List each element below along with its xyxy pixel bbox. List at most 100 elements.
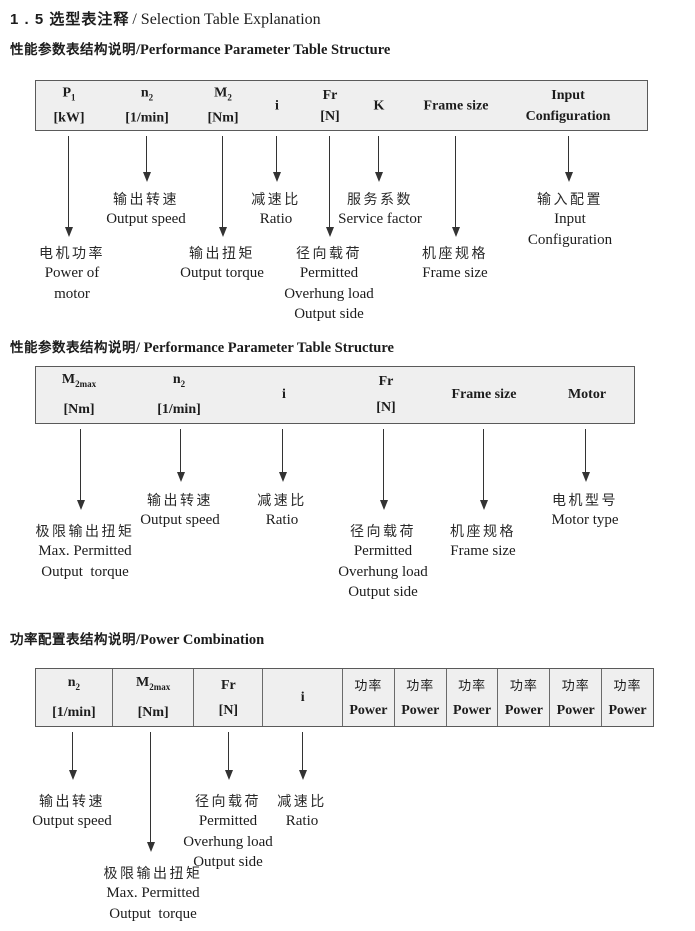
- annotation-ratio: 减速比 Ratio: [257, 492, 307, 528]
- arrow-down: [329, 136, 330, 227]
- column-unit: Power: [608, 702, 647, 718]
- column-n2: n2 [1/min]: [36, 669, 112, 726]
- arrow-down: [383, 429, 384, 500]
- section3-heading-en: /Power Combination: [136, 632, 265, 648]
- section1-heading: 性能参数表结构说明/Performance Parameter Table St…: [10, 38, 390, 59]
- column-unit: [kW]: [53, 110, 85, 126]
- annotation-overhung-load: 径向载荷 Permitted Overhung load Output side: [183, 793, 273, 870]
- arrow-down: [180, 429, 181, 472]
- column-symbol: Fr: [378, 374, 394, 389]
- arrow-down: [228, 732, 229, 770]
- column-n2: n2 [1/min]: [157, 367, 201, 423]
- annotation-output-speed: 输出转速 Output speed: [106, 191, 186, 227]
- column-power-6: 功率 Power: [601, 669, 653, 726]
- arrow-down: [483, 429, 484, 500]
- section1-heading-zh: 性能参数表结构说明: [10, 42, 136, 57]
- arrow-down: [302, 732, 303, 770]
- annotation-output-speed: 输出转速 Output speed: [32, 793, 112, 829]
- column-power-4: 功率 Power: [497, 669, 549, 726]
- column-unit: [Nm]: [63, 401, 95, 417]
- column-unit: Power: [504, 702, 543, 718]
- column-n2: n2 [1/min]: [125, 82, 169, 129]
- column-symbol: 功率: [458, 677, 487, 693]
- section3-heading-zh: 功率配置表结构说明: [10, 632, 136, 647]
- column-unit: Power: [401, 702, 440, 718]
- column-symbol: M2: [214, 85, 232, 102]
- column-symbol: n2: [140, 85, 154, 102]
- column-symbol: K: [373, 98, 385, 113]
- column-symbol: Input: [551, 87, 585, 103]
- column-unit: [Nm]: [207, 110, 239, 126]
- column-unit: [N]: [320, 108, 340, 124]
- performance-table-2: M2max [Nm] n2 [1/min] i Fr [N] Frame siz…: [35, 366, 635, 424]
- section2-heading-zh: 性能参数表结构说明: [10, 340, 136, 355]
- column-unit: [Nm]: [137, 704, 169, 720]
- column-frame-size: Frame size: [452, 382, 517, 408]
- column-symbol: P1: [62, 85, 76, 102]
- column-power-3: 功率 Power: [445, 669, 498, 726]
- column-unit: Power: [556, 702, 595, 718]
- arrow-down: [72, 732, 73, 770]
- column-symbol: M2max: [136, 675, 171, 692]
- column-i: i: [282, 382, 286, 408]
- column-power-5: 功率 Power: [549, 669, 601, 726]
- column-symbol: 功率: [561, 677, 590, 693]
- page-title: 1 . 5 选型表注释/ Selection Table Explanation: [10, 8, 321, 29]
- column-p1: P1 [kW]: [53, 82, 84, 129]
- column-symbol: n2: [172, 372, 186, 389]
- column-unit: [1/min]: [157, 401, 201, 417]
- column-i: i: [275, 95, 279, 116]
- section2-heading-en: / Performance Parameter Table Structure: [136, 340, 394, 356]
- column-symbol: n2: [67, 675, 81, 692]
- column-unit: [1/min]: [125, 110, 169, 126]
- column-motor: Motor: [568, 382, 606, 408]
- column-symbol: i: [275, 98, 279, 113]
- arrow-down: [568, 136, 569, 172]
- arrow-down: [68, 136, 69, 227]
- column-symbol: Motor: [567, 387, 607, 402]
- column-k: K: [374, 95, 385, 116]
- annotation-input-configuration: 输入配置 Input Configuration: [527, 191, 613, 248]
- column-i: i: [262, 669, 342, 726]
- annotation-output-speed: 输出转速 Output speed: [140, 492, 220, 528]
- arrow-down: [585, 429, 586, 472]
- arrow-down: [378, 136, 379, 172]
- column-symbol: Fr: [322, 87, 338, 103]
- column-symbol: Frame size: [423, 98, 489, 113]
- column-frame-size: Frame size: [424, 95, 489, 116]
- annotation-frame-size: 机座规格 Frame size: [450, 523, 516, 559]
- section2-heading: 性能参数表结构说明/ Performance Parameter Table S…: [10, 336, 394, 357]
- column-symbol: 功率: [406, 677, 435, 693]
- arrow-down: [276, 136, 277, 172]
- annotation-output-torque: 输出扭矩 Output torque: [180, 245, 264, 281]
- arrow-down: [80, 429, 81, 500]
- column-unit: Power: [349, 702, 388, 718]
- page-title-en: / Selection Table Explanation: [132, 11, 321, 28]
- annotation-power-of-motor: 电机功率 Power of motor: [39, 245, 105, 302]
- column-symbol: M2max: [61, 372, 97, 389]
- arrow-down: [222, 136, 223, 227]
- annotation-overhung-load: 径向载荷 Permitted Overhung load Output side: [338, 523, 428, 600]
- annotation-frame-size: 机座规格 Frame size: [422, 245, 488, 281]
- section3-heading: 功率配置表结构说明/Power Combination: [10, 628, 264, 649]
- column-m2max: M2max [Nm]: [62, 367, 96, 423]
- column-m2: M2 [Nm]: [207, 82, 238, 129]
- annotation-ratio: 减速比 Ratio: [277, 793, 327, 829]
- column-unit: [N]: [376, 400, 396, 415]
- column-unit: Configuration: [525, 108, 611, 124]
- arrow-down: [150, 732, 151, 842]
- annotation-service-factor: 服务系数 Service factor: [338, 191, 422, 227]
- annotation-max-output-torque: 极限输出扭矩 Max. Permitted Output torque: [103, 865, 203, 922]
- column-symbol: 功率: [613, 677, 642, 693]
- column-power-1: 功率 Power: [342, 669, 394, 726]
- column-input-configuration: Input Configuration: [526, 85, 611, 127]
- column-unit: Power: [453, 702, 492, 718]
- section1-heading-en: /Performance Parameter Table Structure: [136, 42, 391, 58]
- annotation-ratio: 减速比 Ratio: [251, 191, 301, 227]
- annotation-max-output-torque: 极限输出扭矩 Max. Permitted Output torque: [35, 523, 135, 580]
- column-symbol: 功率: [509, 677, 538, 693]
- column-fr: Fr [N]: [193, 669, 262, 726]
- annotation-motor-type: 电机型号 Motor type: [551, 492, 619, 528]
- column-m2max: M2max [Nm]: [111, 669, 194, 726]
